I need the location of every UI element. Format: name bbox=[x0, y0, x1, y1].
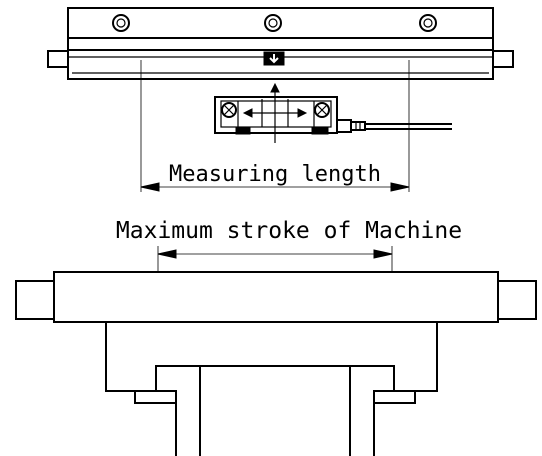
machine-table-body bbox=[53, 271, 499, 323]
signal-cable bbox=[336, 119, 452, 133]
stroke-arrow-right-icon bbox=[373, 249, 393, 259]
gib-right bbox=[373, 390, 416, 404]
mounting-screw-center-icon bbox=[264, 14, 282, 32]
read-head bbox=[214, 82, 338, 143]
measuring-length-label: Measuring length bbox=[169, 162, 381, 187]
reference-mark-icon bbox=[263, 51, 285, 66]
guideway-right bbox=[349, 365, 395, 456]
measuring-length-dimension: Measuring length bbox=[140, 162, 410, 192]
read-head-screw-left-icon bbox=[221, 102, 237, 118]
scale-end-cap-left bbox=[47, 50, 69, 68]
maximum-stroke-dimension bbox=[157, 246, 393, 271]
guideway-left bbox=[155, 365, 201, 456]
gib-left bbox=[134, 390, 177, 404]
cable-connector bbox=[336, 119, 352, 133]
mounting-screw-left-icon bbox=[112, 14, 130, 32]
read-head-screw-right-icon bbox=[314, 102, 330, 118]
machine-table-end-left bbox=[15, 280, 55, 320]
measuring-arrow-right-icon bbox=[390, 182, 410, 192]
mounting-screw-right-icon bbox=[419, 14, 437, 32]
saddle-right-wall bbox=[373, 322, 438, 456]
machine-table-end-right bbox=[497, 280, 537, 320]
scale-end-cap-right bbox=[492, 50, 514, 68]
maximum-stroke-label: Maximum stroke of Machine bbox=[116, 218, 462, 244]
saddle-left-wall bbox=[105, 322, 177, 456]
measuring-arrow-left-icon bbox=[140, 182, 160, 192]
machine-table bbox=[15, 271, 537, 323]
stroke-arrow-left-icon bbox=[157, 249, 177, 259]
read-head-body bbox=[214, 96, 338, 134]
machine-saddle bbox=[105, 322, 438, 456]
linear-scale bbox=[47, 7, 514, 80]
